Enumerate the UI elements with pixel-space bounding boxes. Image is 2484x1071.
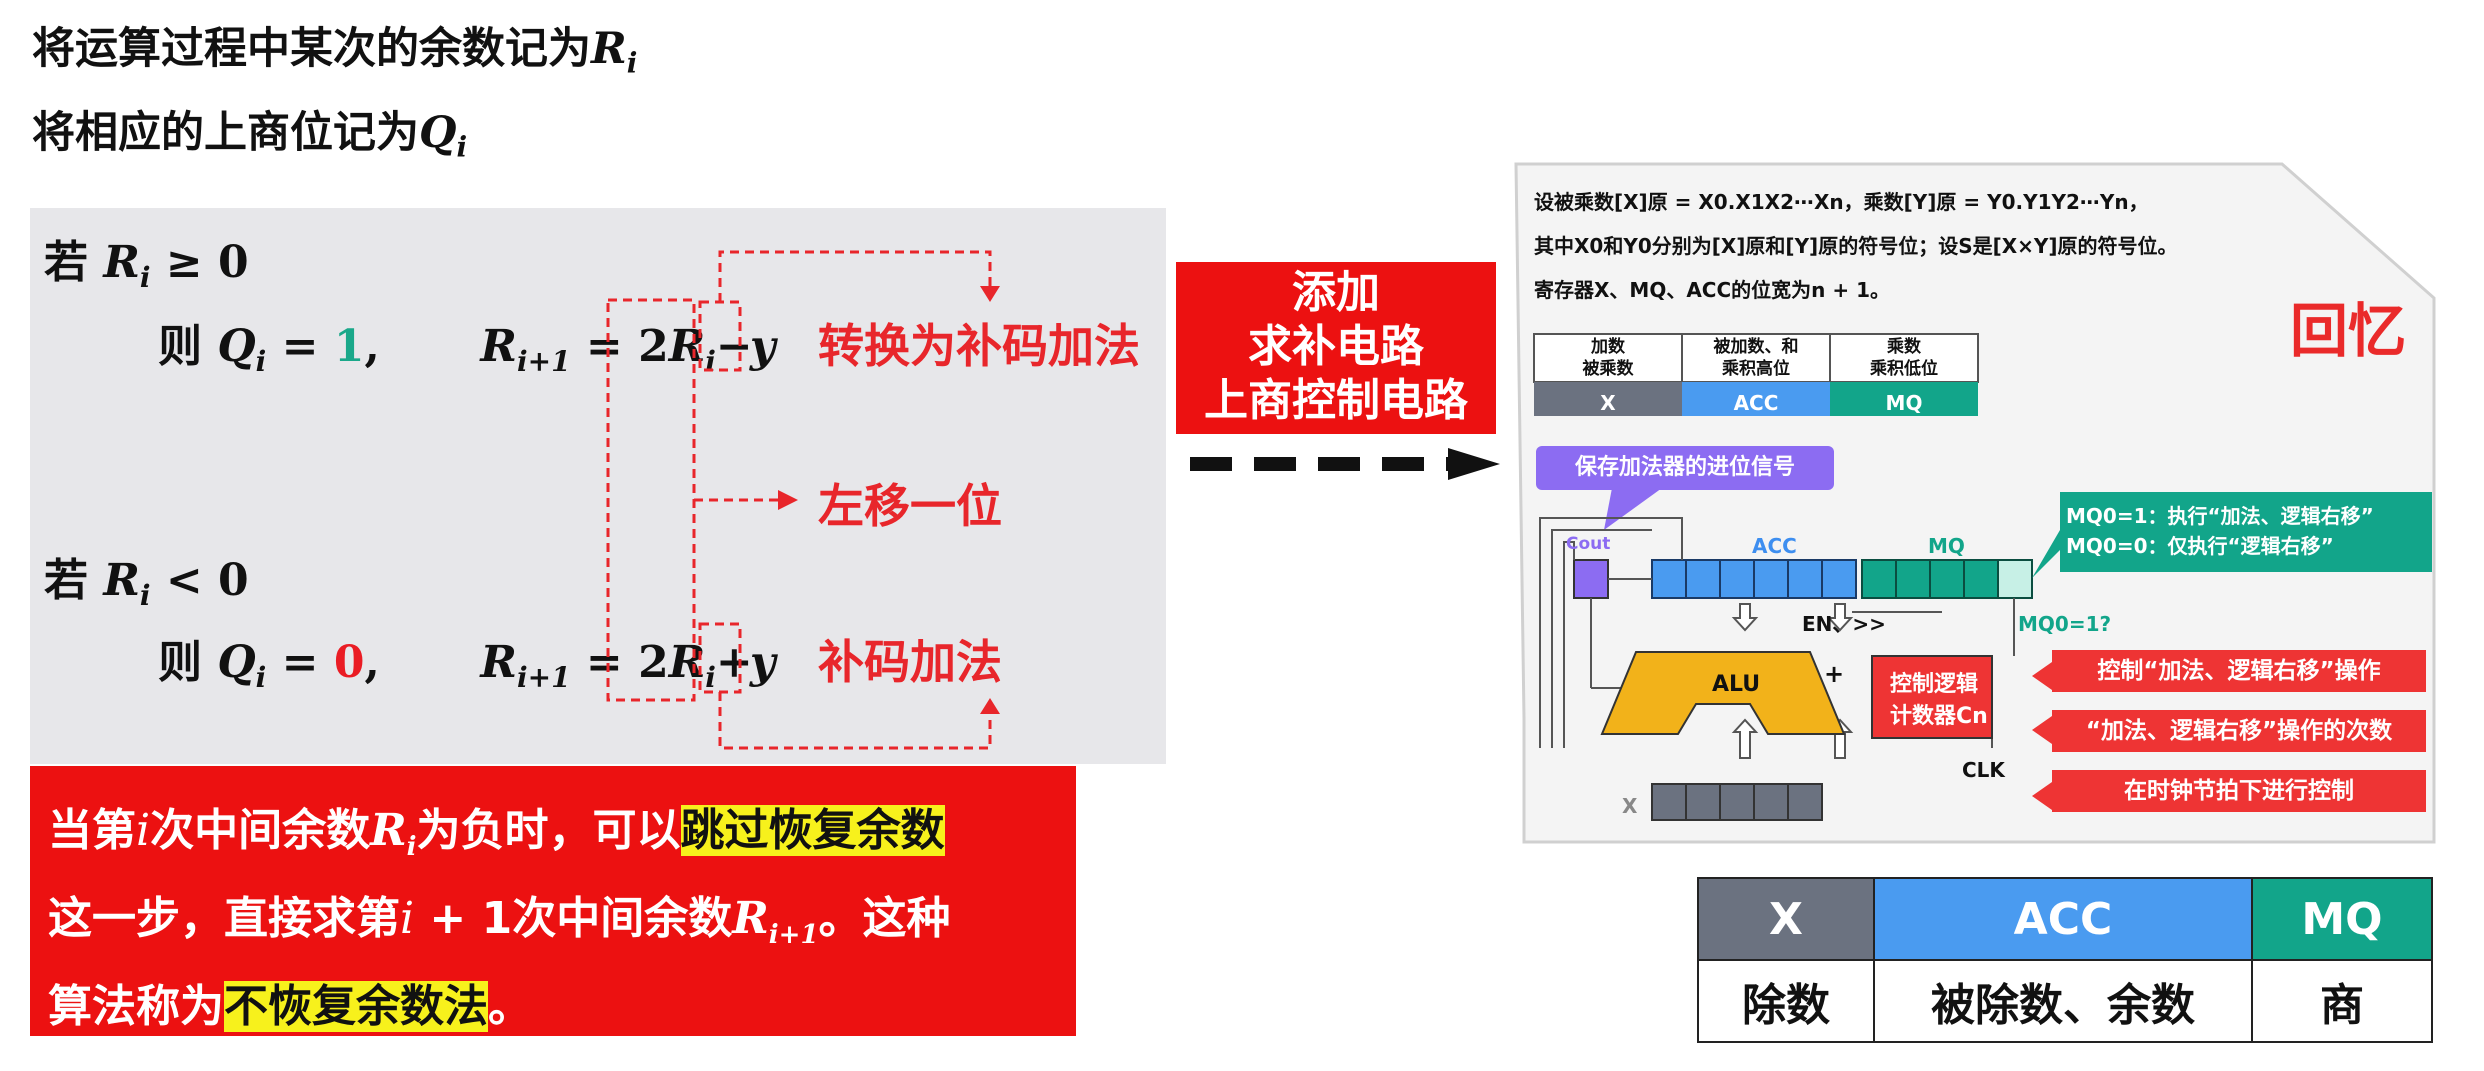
carry-note: 保存加法器的进位信号 xyxy=(1574,455,1795,480)
note-line-1: 当第i次中间余数Ri为负时，可以跳过恢复余数 xyxy=(48,805,945,862)
mini-cell-mq: MQ xyxy=(1885,391,1923,415)
operator-minus: − xyxy=(715,321,753,372)
mini-header-acc: 被加数、和 乘积高位 xyxy=(1713,337,1799,379)
case-negative-formula: 则 Qi = 0, Ri+1 = 2Ri+y xyxy=(158,637,776,694)
dashed-arrow xyxy=(1190,448,1500,480)
counter-label: 计数器Cn xyxy=(1890,704,1988,729)
clk-label: CLK xyxy=(1962,758,2005,782)
card-line-2: 其中X0和Y0分别为[X]原和[Y]原的符号位；设S是[X×Y]原的符号位。 xyxy=(1534,234,2178,258)
cout-label: Cout xyxy=(1566,534,1611,554)
operator-plus: + xyxy=(715,637,753,688)
intro-line-1: 将运算过程中某次的余数记为Ri xyxy=(32,24,638,80)
callout-control: 控制“加法、逻辑右移”操作 xyxy=(2097,658,2381,684)
highlight-skip-restore: 跳过恢复余数 xyxy=(680,805,945,856)
formula-panel xyxy=(30,208,1166,764)
mq-rule-2: MQ0=0：仅执行“逻辑右移” xyxy=(2066,534,2334,558)
annotation-to-complement-add: 转换为补码加法 xyxy=(818,319,1140,373)
alu-label: ALU xyxy=(1712,672,1761,697)
mini-register-table xyxy=(1533,333,1979,416)
mini-cell-acc: ACC xyxy=(1733,391,1779,415)
en-shift-label: EN、>> xyxy=(1802,612,1886,636)
non-restoring-note: 当第i次中间余数Ri为负时，可以跳过恢复余数 这一步，直接求第i + 1次中间余… xyxy=(30,766,1076,1036)
header-mq: MQ xyxy=(2251,877,2433,961)
callout-count: “加法、逻辑右移”操作的次数 xyxy=(2085,718,2393,744)
division-register-table: X ACC MQ 除数 被除数、余数 商 xyxy=(1697,877,2433,1043)
case-positive-condition: 若 Ri ≥ 0 xyxy=(44,237,249,294)
x-register-label: X xyxy=(1622,794,1638,818)
mini-header-mq: 乘数 乘积低位 xyxy=(1870,337,1938,379)
annotation-complement-add: 补码加法 xyxy=(818,635,1002,689)
value-quotient: 商 xyxy=(2251,959,2433,1043)
annotation-shift-left: 左移一位 xyxy=(818,479,1002,533)
card-line-3: 寄存器X、MQ、ACC的位宽为n + 1。 xyxy=(1534,278,1890,302)
dashed-connectors xyxy=(606,250,1000,750)
case-negative-condition: 若 Ri < 0 xyxy=(44,555,249,612)
note-line-2: 这一步，直接求第i + 1次中间余数Ri+1。这种 xyxy=(48,893,951,950)
note-line-3: 算法称为不恢复余数法。 xyxy=(48,981,532,1032)
table-header-row: X ACC MQ xyxy=(1697,877,2433,961)
acc-label: ACC xyxy=(1752,534,1797,558)
value-dividend-remainder: 被除数、余数 xyxy=(1873,959,2253,1043)
mq-label: MQ xyxy=(1928,534,1965,558)
mini-header-x: 加数 被乘数 xyxy=(1582,337,1634,379)
q-value-one: 1 xyxy=(333,321,365,372)
intro-line-2: 将相应的上商位记为Qi xyxy=(32,108,468,164)
recall-card xyxy=(1514,162,2436,844)
callout-clock: 在时钟节拍下进行控制 xyxy=(2124,778,2354,804)
add-circuit-label: 添加 求补电路 上商控制电路 xyxy=(1176,262,1496,434)
control-logic-label: 控制逻辑 xyxy=(1890,672,1979,697)
header-acc: ACC xyxy=(1873,877,2253,961)
mini-cell-x: X xyxy=(1600,391,1616,415)
table-row: 除数 被除数、余数 商 xyxy=(1697,959,2433,1043)
card-line-1: 设被乘数[X]原 = X0.X1X2⋯Xn，乘数[Y]原 = Y0.Y1Y2⋯Y… xyxy=(1534,190,2149,214)
recall-title: 回忆 xyxy=(2290,297,2407,365)
q-value-zero: 0 xyxy=(333,637,365,688)
highlight-non-restoring: 不恢复余数法 xyxy=(224,981,488,1032)
value-divisor: 除数 xyxy=(1697,959,1875,1043)
mq-rule-1: MQ0=1：执行“加法、逻辑右移” xyxy=(2066,504,2374,528)
mq-check-label: MQ0=1? xyxy=(2018,612,2112,636)
alu-plus: + xyxy=(1824,660,1845,688)
header-x: X xyxy=(1697,877,1875,961)
